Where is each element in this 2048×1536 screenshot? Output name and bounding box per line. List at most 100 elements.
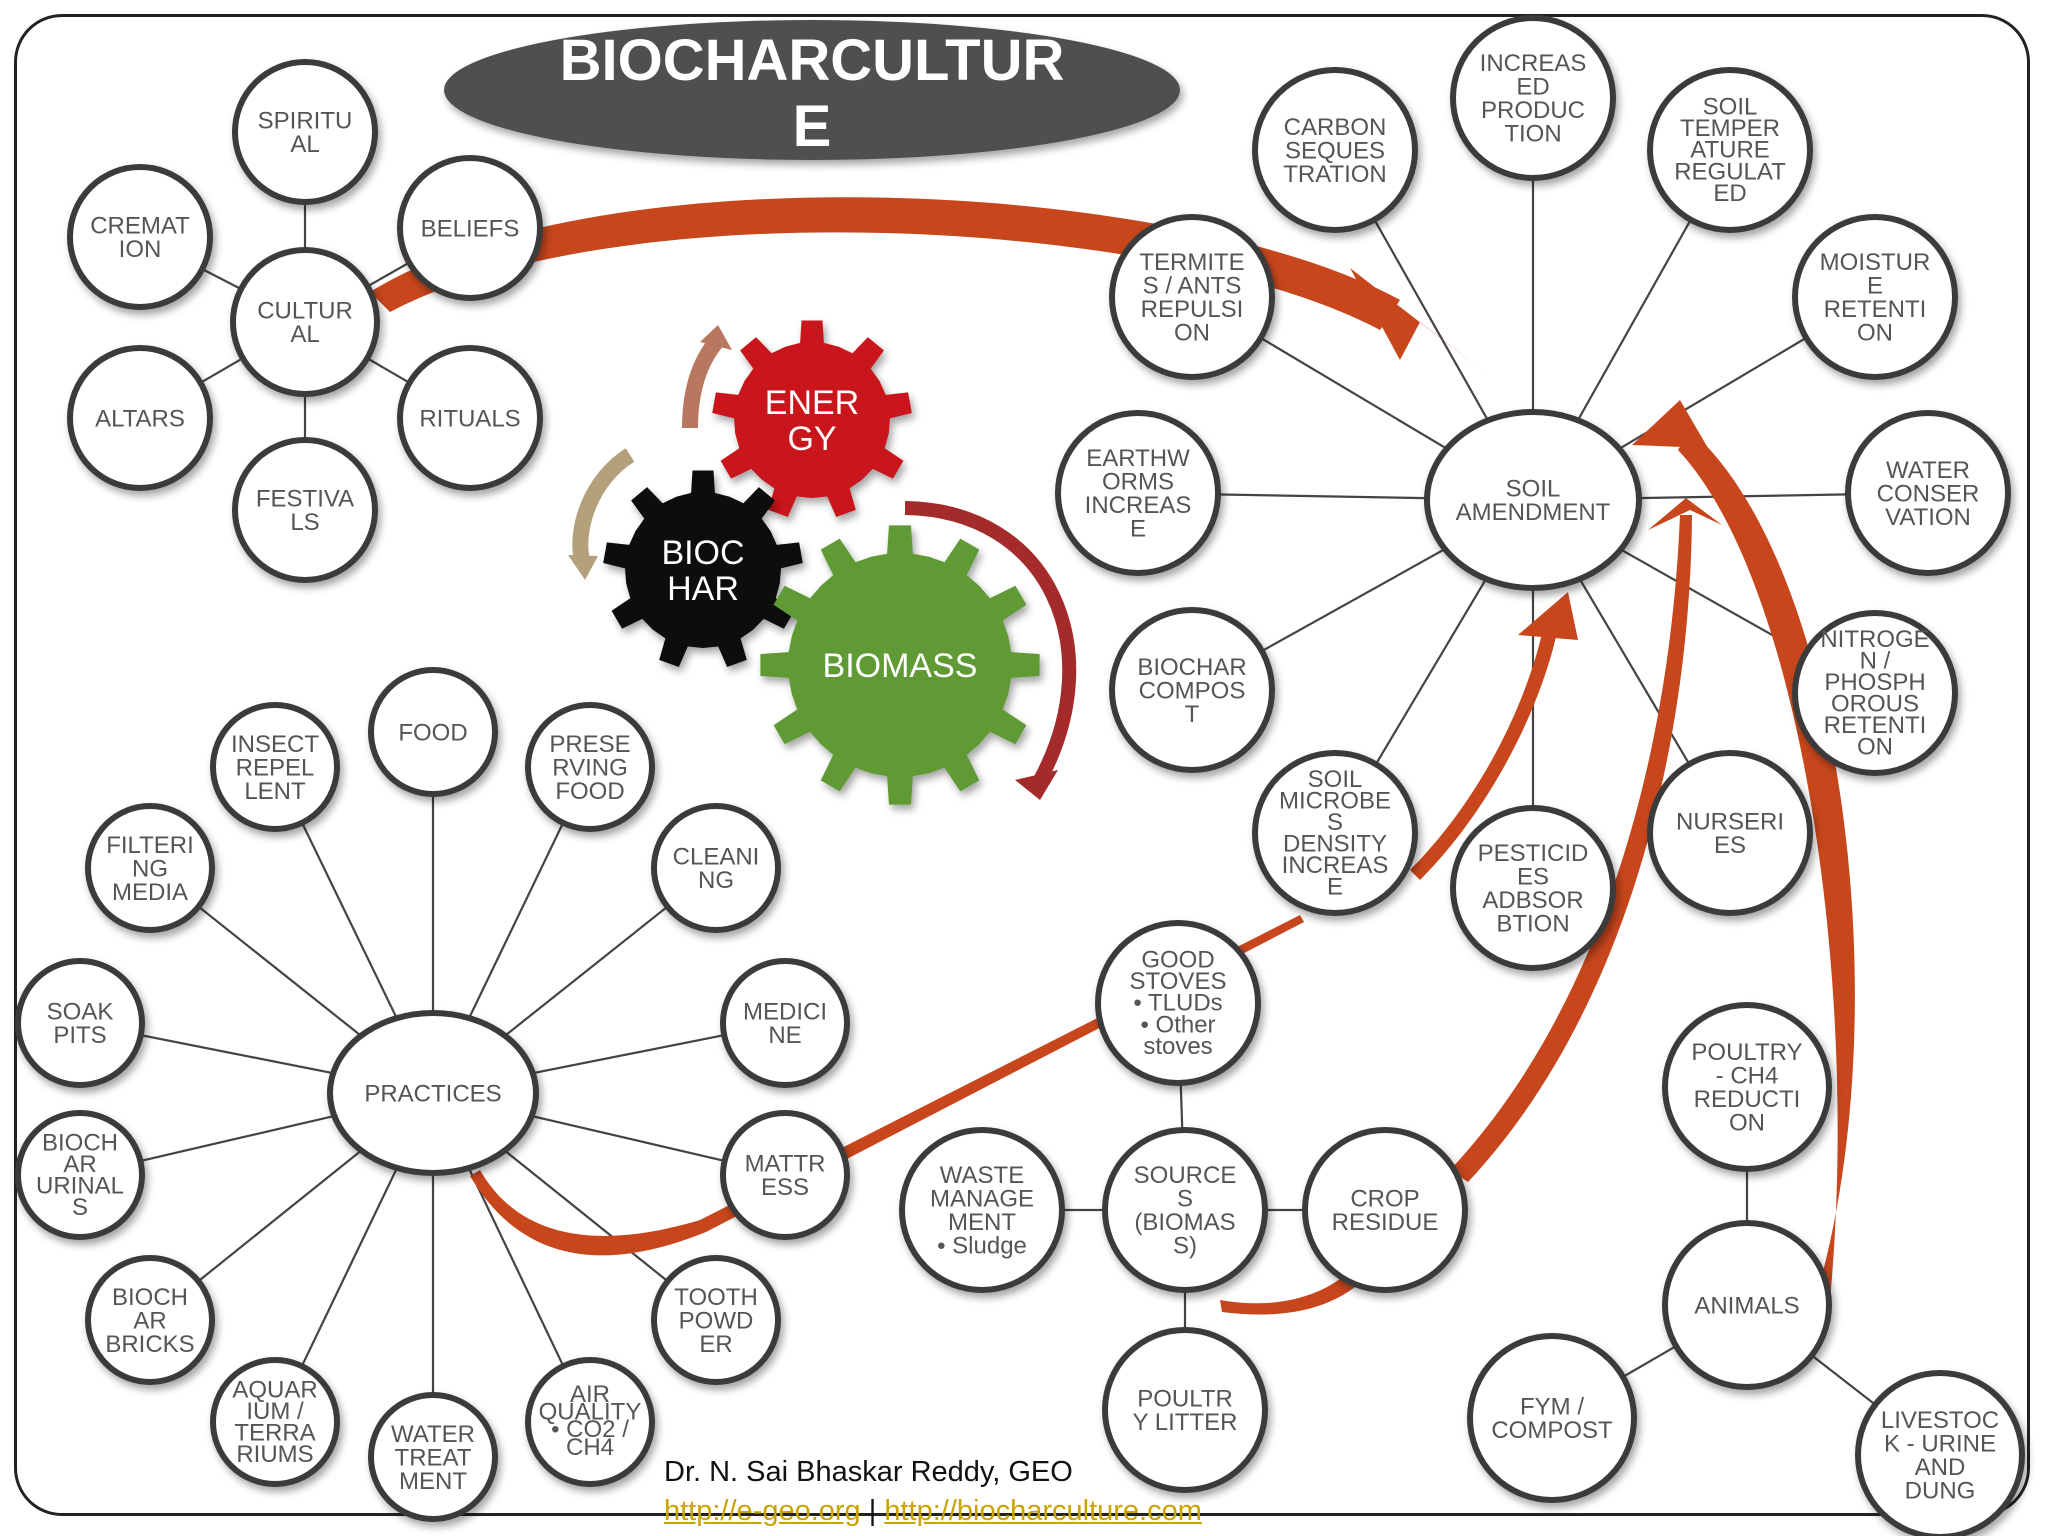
- node-label-line: NG: [698, 867, 734, 894]
- svg-text:BELIEFS: BELIEFS: [421, 215, 520, 242]
- node-label-line: INCREAS: [1282, 852, 1389, 879]
- node-label-line: CONSER: [1877, 480, 1980, 507]
- node-label-line: PHOSPH: [1824, 669, 1925, 696]
- node-label-line: REPEL: [236, 754, 315, 781]
- node-label-line: ON: [1729, 1110, 1765, 1137]
- node-label-line: BRICKS: [105, 1331, 194, 1358]
- node-label-line: BIOCH: [112, 1284, 188, 1311]
- node-label-line: ED: [1516, 74, 1549, 101]
- svg-text:RITUALS: RITUALS: [419, 405, 520, 432]
- node-label-line: QUALITY: [539, 1398, 642, 1425]
- node-label-line: K - URINE: [1884, 1431, 1996, 1458]
- node-label-line: (BIOMAS: [1134, 1209, 1235, 1236]
- node-label-line: FOOD: [398, 719, 467, 746]
- microbes-to-soil-arrowhead: [1518, 592, 1578, 640]
- node-label-line: BIOCHAR: [1137, 654, 1246, 681]
- node-label-line: S: [1177, 1186, 1193, 1213]
- food-node: FOOD: [368, 667, 498, 797]
- crop-to-soil-arrowhead: [1648, 498, 1722, 530]
- node-label-line: ON: [1857, 734, 1893, 761]
- cycle-arrow-energy: [682, 334, 725, 429]
- biocharculture-link[interactable]: http://biocharculture.com: [884, 1495, 1202, 1527]
- node-label-line: MANAGE: [930, 1186, 1034, 1213]
- node-label-line: WATER: [391, 1421, 475, 1448]
- node-label-line: SEQUES: [1285, 137, 1385, 164]
- node-label-line: LS: [290, 509, 319, 536]
- microbes-to-soil-arrow: [1410, 615, 1560, 880]
- gear-shape: [760, 525, 1040, 805]
- egeo-link[interactable]: http://e-geo.org: [664, 1495, 861, 1527]
- node-label-line: COMPOST: [1491, 1417, 1613, 1444]
- node-label-line: BELIEFS: [421, 215, 520, 242]
- node-label-line: RITUALS: [419, 405, 520, 432]
- node-label-line: AR: [133, 1307, 166, 1334]
- node-label-line: CH4: [566, 1434, 614, 1461]
- node-label-line: • CO2 /: [551, 1416, 629, 1443]
- beliefs-to-soil-arrowhead: [1350, 268, 1488, 375]
- node-label-line: LIVESTOC: [1881, 1407, 1999, 1434]
- cycle-arrow-biochar: [572, 448, 635, 562]
- node-label-line: RIUMS: [236, 1441, 313, 1468]
- svg-text:POULTRY LITTER: POULTRY LITTER: [1133, 1386, 1238, 1437]
- svg-text:BIOMASS: BIOMASS: [823, 647, 978, 685]
- node-label-line: SOIL: [1703, 94, 1758, 121]
- node-label-line: - CH4: [1716, 1063, 1779, 1090]
- beliefs-node: BELIEFS: [397, 155, 543, 301]
- node-label-line: NG: [132, 855, 168, 882]
- gear-shape: [712, 320, 912, 517]
- node-label-line: ALTARS: [95, 405, 185, 432]
- title-line: BIOCHARCULTUR: [560, 28, 1065, 93]
- node-label-line: AQUAR: [232, 1376, 317, 1403]
- node-label-line: TRATION: [1283, 161, 1387, 188]
- node-label-line: STOVES: [1130, 968, 1227, 995]
- node-label-line: CROP: [1350, 1186, 1419, 1213]
- node-label-line: S: [1327, 809, 1343, 836]
- animals-to-soil-arrowhead: [1632, 400, 1708, 448]
- altars-node: ALTARS: [67, 345, 213, 491]
- node-label-line: IUM /: [246, 1398, 304, 1425]
- animals-to-soil-arrow: [1678, 430, 1855, 1300]
- node-label-line: SPIRITU: [258, 108, 353, 135]
- gear-label-line: ENER: [765, 384, 859, 422]
- practices-node: PRACTICES: [327, 1010, 539, 1176]
- cycle-arrowhead-biochar: [568, 555, 598, 580]
- author-credit: Dr. N. Sai Bhaskar Reddy, GEO: [664, 1456, 1073, 1488]
- node-label-line: MENT: [399, 1468, 467, 1495]
